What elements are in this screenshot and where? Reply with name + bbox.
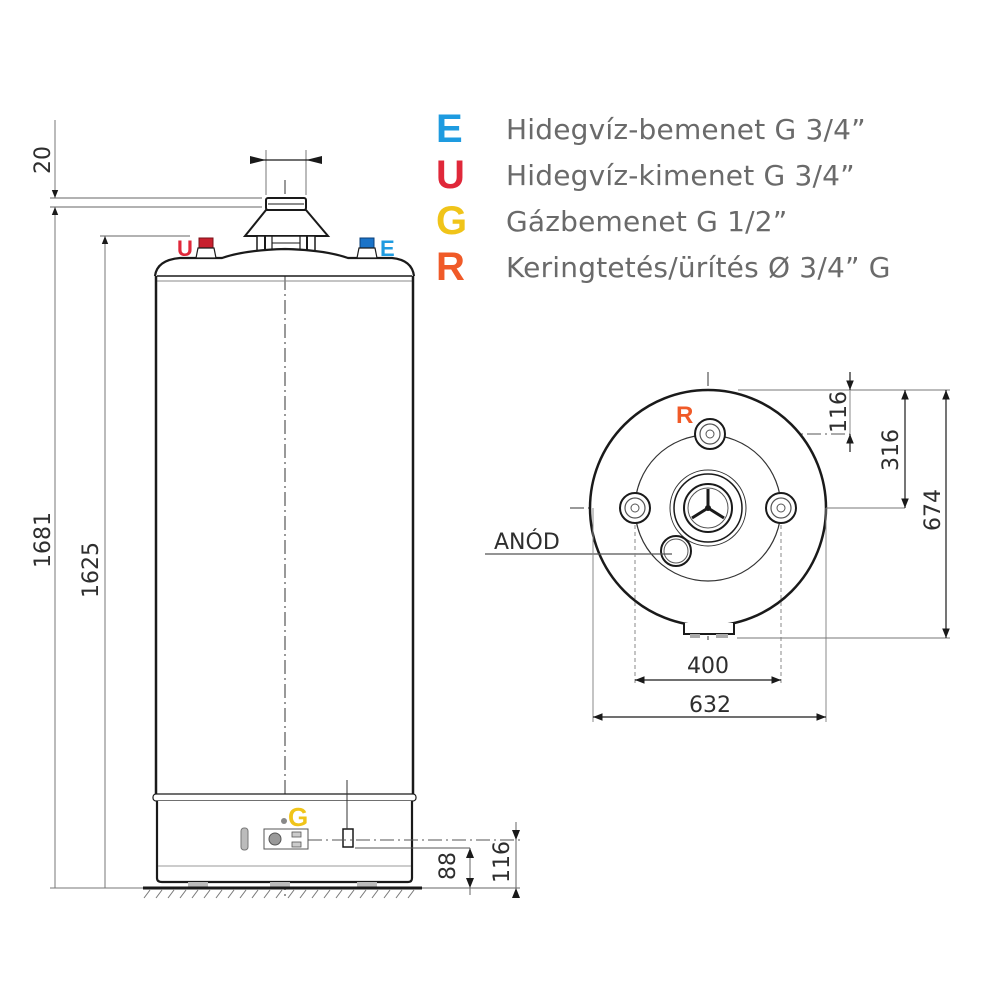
gas-valve bbox=[263, 818, 309, 850]
outlet-port-top bbox=[619, 492, 651, 524]
dim-body-height: 1625 bbox=[79, 542, 104, 598]
circulation-port-r bbox=[694, 418, 726, 450]
legend-item-g: G Gázbemenet G 1/2” bbox=[436, 198, 891, 244]
inspection-slot bbox=[240, 827, 249, 851]
legend-letter-g: G bbox=[436, 199, 468, 243]
dim-r-offset: 116 bbox=[827, 391, 852, 433]
legend-text-u: Hidegvíz-kimenet G 3/4” bbox=[506, 158, 855, 192]
tank-top bbox=[153, 247, 416, 277]
outlet-connector-u bbox=[195, 237, 217, 259]
legend-letter-e: E bbox=[436, 107, 463, 151]
gas-tab bbox=[683, 623, 735, 635]
marker-r: R bbox=[676, 402, 693, 429]
dim-gas-inlet-height: 88 bbox=[436, 852, 461, 880]
dim-connection-height: 116 bbox=[490, 841, 515, 883]
legend-item-r: R Keringtetés/ürítés Ø 3/4” G bbox=[436, 244, 891, 290]
inlet-connector-e bbox=[356, 237, 378, 259]
dim-flue-offset: 20 bbox=[31, 146, 56, 174]
legend-text-e: Hidegvíz-bemenet G 3/4” bbox=[506, 112, 866, 146]
dim-depth: 674 bbox=[921, 489, 946, 531]
marker-u: U bbox=[177, 236, 193, 261]
inlet-port-top bbox=[765, 492, 797, 524]
dim-center-offset: 316 bbox=[879, 429, 904, 471]
height-dimensions bbox=[50, 120, 262, 889]
dim-total-height: 1681 bbox=[31, 512, 56, 568]
top-view: ANÓD 400 632 116 316 674 R bbox=[485, 372, 950, 722]
base-dimensions bbox=[422, 822, 520, 898]
legend-item-u: U Hidegvíz-kimenet G 3/4” bbox=[436, 152, 891, 198]
gas-inlet-port bbox=[342, 828, 354, 848]
flue-width-dimension bbox=[250, 150, 322, 195]
legend-item-e: E Hidegvíz-bemenet G 3/4” bbox=[436, 106, 891, 152]
baffle-icon bbox=[691, 489, 725, 520]
marker-g: G bbox=[288, 802, 308, 832]
anode-port bbox=[660, 535, 692, 567]
marker-e: E bbox=[380, 236, 395, 261]
dim-inlet-spacing: 400 bbox=[687, 654, 729, 679]
body-band bbox=[152, 793, 417, 802]
side-view: 20 1681 1625 88 116 U E G bbox=[31, 120, 522, 900]
anode-label: ANÓD bbox=[494, 529, 560, 555]
legend-text-r: Keringtetés/ürítés Ø 3/4” G bbox=[506, 250, 891, 284]
legend-letter-u: U bbox=[436, 153, 465, 197]
flue-cap bbox=[242, 197, 331, 252]
legend-letter-r: R bbox=[436, 245, 465, 289]
dim-diameter: 632 bbox=[689, 693, 731, 718]
connection-legend: E Hidegvíz-bemenet G 3/4” U Hidegvíz-kim… bbox=[436, 106, 891, 290]
legend-text-g: Gázbemenet G 1/2” bbox=[506, 204, 788, 238]
